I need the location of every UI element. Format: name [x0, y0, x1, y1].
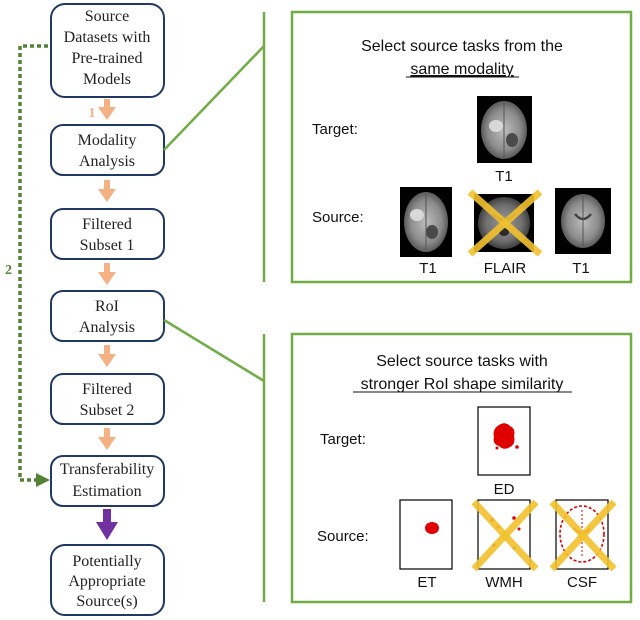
down-arrow-2 [98, 180, 116, 202]
modality-source-label: Source: [312, 209, 364, 226]
modality-source-caption: T1 [419, 260, 437, 277]
modality-target-caption: T1 [495, 168, 513, 185]
modality-source-caption: T1 [572, 260, 590, 277]
flow-box-text: Pre-trained [71, 50, 142, 67]
modality-connector [163, 12, 266, 282]
flow-box-text: Datasets with [64, 29, 151, 46]
roi-panel-subtitle: stronger RoI shape similarity [361, 376, 564, 393]
flow-box-text: Filtered [82, 381, 132, 398]
source-mri-image-t1-2 [555, 188, 611, 254]
flow-box-filtered-subset-2: Filtered Subset 2 [50, 373, 165, 425]
roi-source-caption: WMH [485, 574, 523, 591]
flow-box-modality-analysis: Modality Analysis [50, 124, 165, 176]
target-mri-image [477, 96, 532, 163]
modality-panel-title: Select source tasks from the [361, 38, 563, 55]
roi-panel-title: Select source tasks with [376, 353, 548, 370]
down-arrow-purple [96, 509, 118, 540]
flow-box-text: Subset 1 [80, 237, 135, 254]
step-1-label: 1 [89, 106, 96, 121]
down-arrow-5 [98, 428, 116, 450]
roi-connector [163, 318, 266, 602]
modality-source-caption: FLAIR [484, 260, 527, 277]
roi-target-caption: ED [494, 481, 515, 498]
source-roi-mask-et [399, 499, 453, 570]
rejected-cross-icon [467, 189, 543, 257]
flow-box-text: Potentially [72, 553, 141, 570]
roi-panel: Select source tasks with stronger RoI sh… [290, 332, 633, 604]
down-arrow-1 [98, 99, 116, 120]
flow-box-text: Appropriate [68, 573, 145, 590]
step-2-label: 2 [5, 263, 12, 278]
flow-box-text: Models [83, 71, 131, 88]
flow-box-text: Source(s) [76, 593, 137, 610]
modality-target-label: Target: [312, 121, 358, 138]
roi-source-caption: CSF [567, 574, 597, 591]
flow-box-text: Analysis [79, 319, 135, 336]
target-roi-mask [477, 406, 531, 476]
flow-box-text: Modality [78, 132, 137, 149]
down-arrow-3 [98, 263, 116, 285]
flow-box-text: Estimation [72, 483, 141, 500]
down-arrow-4 [98, 345, 116, 367]
roi-source-caption: ET [417, 574, 436, 591]
flow-box-text: Filtered [82, 216, 132, 233]
roi-source-label: Source: [317, 528, 369, 545]
roi-target-label: Target: [320, 431, 366, 448]
modality-panel: Select source tasks from the same modali… [290, 10, 633, 284]
flow-box-appropriate-sources: Potentially Appropriate Source(s) [50, 544, 165, 616]
source-mri-image-t1 [400, 187, 452, 257]
rejected-cross-icon-csf [549, 499, 617, 572]
flow-box-roi-analysis: RoI Analysis [50, 290, 165, 342]
modality-panel-subtitle: same modality [410, 61, 513, 78]
feedback-loop-arrow [18, 44, 50, 487]
flow-box-text: Transferability [60, 461, 155, 478]
flow-box-text: Subset 2 [80, 402, 135, 419]
flow-box-text: Source [85, 8, 129, 25]
flow-box-text: RoI [95, 298, 119, 315]
flow-box-transferability-estimation: Transferability Estimation [50, 455, 165, 507]
flow-box-source-datasets: Source Datasets with Pre-trained Models [50, 3, 165, 98]
flow-box-filtered-subset-1: Filtered Subset 1 [50, 208, 165, 260]
flow-box-text: Analysis [79, 153, 135, 170]
rejected-cross-icon-wmh [471, 499, 539, 572]
